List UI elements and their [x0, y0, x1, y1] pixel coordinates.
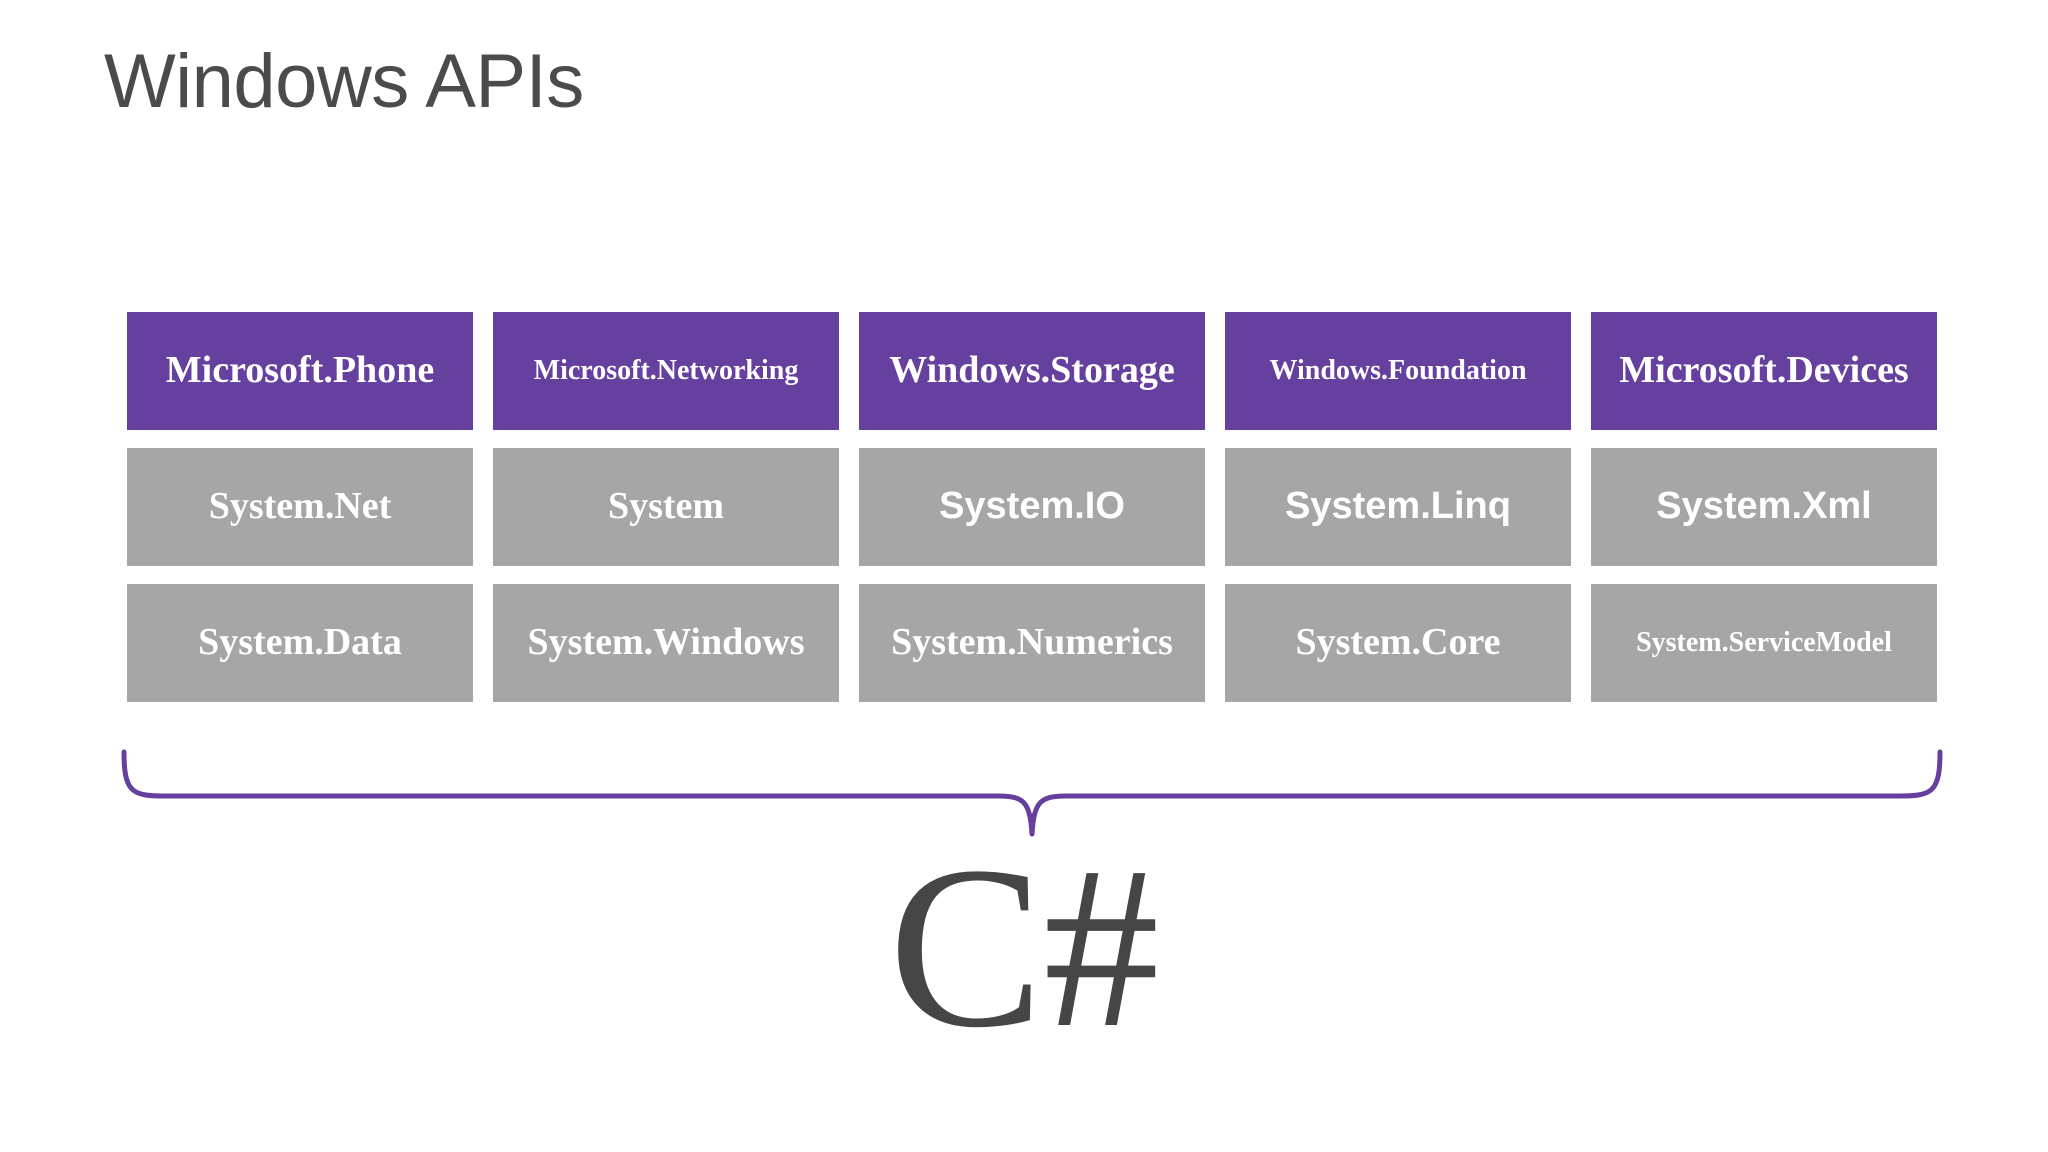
api-grid: Microsoft.Phone Microsoft.Networking Windo…	[127, 312, 1937, 702]
api-box-label: System.Windows	[527, 621, 805, 664]
api-box-label: System.Linq	[1285, 485, 1511, 528]
api-box-label: System.ServiceModel	[1636, 626, 1892, 658]
api-box[interactable]: System.Numerics	[859, 584, 1205, 702]
api-box[interactable]: System.Net	[127, 448, 473, 566]
api-box-label: System.Core	[1295, 621, 1501, 664]
api-box-label: Windows.Foundation	[1269, 354, 1527, 386]
api-box-label: System.Data	[198, 621, 402, 664]
api-box-label: System.Xml	[1656, 485, 1872, 528]
api-box-label: Microsoft.Networking	[533, 354, 799, 386]
api-box[interactable]: System.Xml	[1591, 448, 1937, 566]
api-box-label: Microsoft.Devices	[1619, 349, 1909, 392]
api-box[interactable]: System.Linq	[1225, 448, 1571, 566]
api-box[interactable]: System	[493, 448, 839, 566]
curly-brace-icon	[121, 749, 1943, 837]
api-box-label: System.Net	[208, 485, 392, 528]
api-box-label: System.Numerics	[891, 621, 1173, 664]
api-box-label: System	[607, 485, 725, 528]
api-box[interactable]: System.IO	[859, 448, 1205, 566]
api-box-label: Microsoft.Phone	[165, 349, 435, 392]
grouping-brace	[118, 748, 1946, 838]
api-box[interactable]: Microsoft.Devices	[1591, 312, 1937, 430]
api-box[interactable]: System.ServiceModel	[1591, 584, 1937, 702]
api-box[interactable]: Windows.Foundation	[1225, 312, 1571, 430]
api-box[interactable]: System.Data	[127, 584, 473, 702]
api-box[interactable]: Microsoft.Phone	[127, 312, 473, 430]
api-box[interactable]: System.Windows	[493, 584, 839, 702]
language-label: C#	[888, 819, 1160, 1076]
api-box-label: System.IO	[939, 485, 1125, 528]
api-box[interactable]: Windows.Storage	[859, 312, 1205, 430]
page-title: Windows APIs	[104, 39, 584, 124]
api-box-label: Windows.Storage	[889, 349, 1175, 392]
api-box[interactable]: Microsoft.Networking	[493, 312, 839, 430]
api-box[interactable]: System.Core	[1225, 584, 1571, 702]
